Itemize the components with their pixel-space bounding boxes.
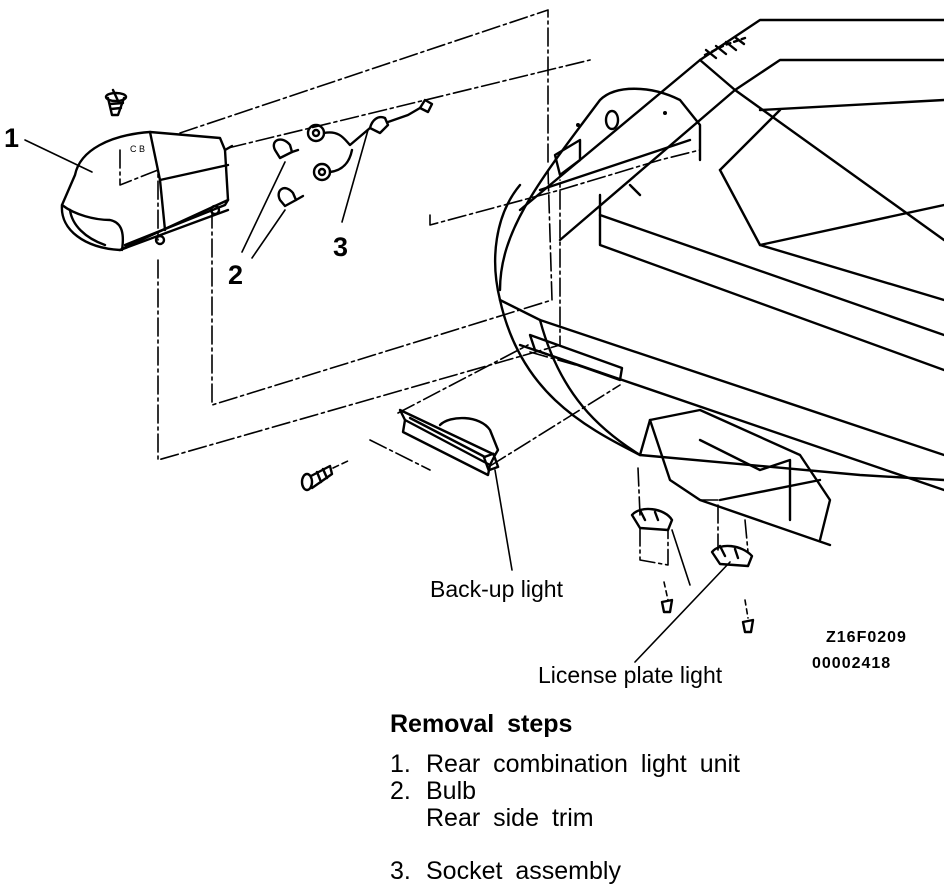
svg-text:C B: C B <box>130 144 145 154</box>
removal-steps: Removal steps 1. Rear combination light u… <box>390 710 930 885</box>
tailgate <box>518 18 944 302</box>
assembly-lines <box>119 9 701 461</box>
step-number: 3. <box>390 857 411 885</box>
license-plate-light-label: License plate light <box>538 662 723 688</box>
bumper <box>493 183 944 547</box>
screw-icon <box>104 88 128 117</box>
step-item: 3. Socket assembly <box>390 858 930 885</box>
document-code: 00002418 <box>812 655 892 672</box>
body-corner <box>498 87 944 372</box>
callout-leaders <box>24 129 369 259</box>
license-plate-light <box>630 467 755 663</box>
callout-3: 3 <box>333 232 349 262</box>
callout-1: 1 <box>4 123 20 153</box>
step-item: Rear side trim <box>390 805 930 832</box>
screw-icon <box>300 459 351 492</box>
removal-steps-title: Removal steps <box>390 710 573 738</box>
step-item: 2. Bulb <box>390 778 930 805</box>
backup-light-assembly <box>369 344 621 571</box>
callout-2: 2 <box>228 260 244 290</box>
step-item: 1. Rear combination light unit <box>390 751 930 778</box>
socket-assembly <box>306 98 434 182</box>
exploded-view-diagram: C B <box>24 9 944 663</box>
step-number: 2. <box>390 777 411 805</box>
rear-combination-light-unit: C B <box>60 130 234 252</box>
step-number: 1. <box>390 750 411 778</box>
step-text: Rear combination light unit <box>426 750 740 778</box>
figure-code: Z16F0209 <box>826 629 907 646</box>
step-text: Socket assembly <box>426 857 621 885</box>
step-text: Bulb <box>426 777 477 805</box>
bulb-icon <box>272 138 305 208</box>
backup-light-label: Back-up light <box>430 576 563 602</box>
step-text: Rear side trim <box>426 804 594 832</box>
